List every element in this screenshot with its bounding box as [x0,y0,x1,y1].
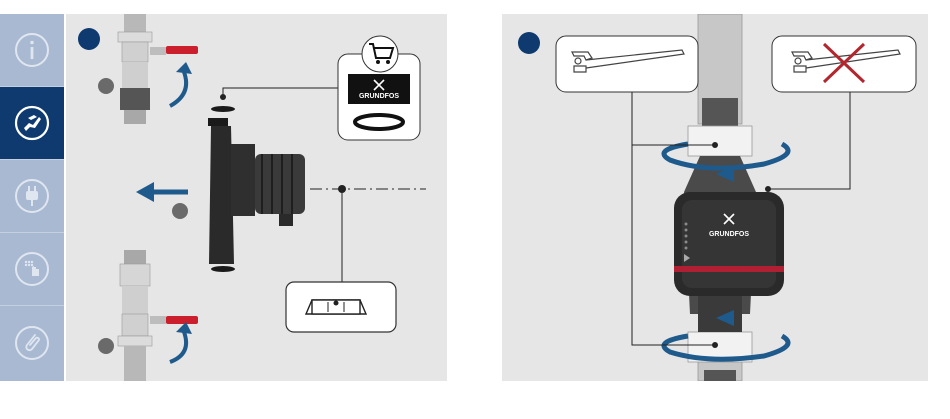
lower-valve [118,250,198,381]
panel-pump-mounting: GRUNDFOS [66,14,447,381]
pump-mounting-illustration: GRUNDFOS [66,14,447,381]
flow-direction-arrow-icon [136,182,154,202]
sidebar-item-electrical[interactable] [0,160,64,233]
callout-marker [98,338,114,354]
callout-marker [98,78,114,94]
installation-hand-icon [12,103,52,143]
panel-union-tightening: GRUNDFOS [502,14,928,381]
sidebar [0,14,64,381]
valve-handle [166,316,198,324]
circulator-pump [208,106,305,272]
sidebar-item-attachments[interactable] [0,306,64,379]
spare-parts-box: GRUNDFOS [338,36,420,140]
pump-red-stripe [674,266,784,272]
spirit-level-icon [286,282,396,332]
grundfos-logo-text: GRUNDFOS [359,93,399,100]
union-nut [120,88,150,110]
grundfos-logo-text: GRUNDFOS [709,231,749,238]
pipe-wrench-crossed-box [772,36,916,92]
sidebar-item-operation[interactable] [0,233,64,306]
union-tightening-illustration: GRUNDFOS [502,14,928,381]
power-plug-icon [12,176,52,216]
cart-badge [362,36,398,72]
valve-handle [166,46,198,54]
touch-operation-icon [12,249,52,289]
upper-union-nut [688,126,752,156]
sidebar-item-installation[interactable] [0,87,64,160]
callout-marker [172,203,188,219]
pipe-wrench-box [556,36,698,92]
info-icon [12,30,52,70]
rotation-arrow-icon [176,62,192,74]
sidebar-item-info[interactable] [0,14,64,87]
circulator-pump-front: GRUNDFOS [674,192,784,296]
paperclip-icon [12,323,52,363]
